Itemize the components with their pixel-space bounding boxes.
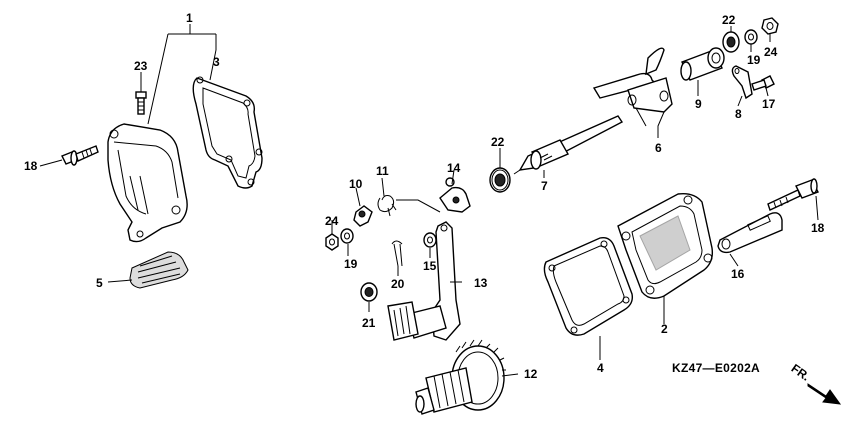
bearing-part-22-mid [489, 167, 511, 193]
callout-labels: 1 2 3 4 5 6 7 8 9 10 11 12 13 14 15 16 1… [24, 11, 825, 381]
callout-5: 5 [96, 276, 103, 290]
callout-13: 13 [474, 276, 488, 290]
seal-part-21 [360, 282, 378, 302]
nut-part-24-top [761, 17, 779, 35]
callout-22-top: 22 [722, 13, 736, 27]
washer-part-15 [423, 232, 437, 248]
pad-part-5 [129, 251, 189, 289]
callout-18-right: 18 [811, 221, 825, 235]
callout-15: 15 [423, 259, 437, 273]
arm-part-14 [396, 177, 471, 213]
gasket-part-4 [543, 236, 634, 336]
bracket-part-6 [592, 47, 673, 113]
callout-21: 21 [362, 316, 376, 330]
callout-18-left: 18 [24, 159, 38, 173]
nut-part-24-mid [325, 233, 339, 251]
leader-lines [39, 24, 819, 377]
callout-24-mid: 24 [325, 214, 339, 228]
cover-part-1 [107, 123, 188, 243]
callout-3: 3 [213, 55, 220, 69]
front-label: FR. [789, 361, 813, 384]
spring-part-11 [377, 195, 397, 217]
callout-20: 20 [391, 277, 405, 291]
sleeve-part-9 [680, 47, 725, 81]
bolt-part-18-left [61, 145, 99, 166]
callout-24-top: 24 [764, 45, 778, 59]
callout-9: 9 [695, 97, 702, 111]
callout-23: 23 [134, 59, 148, 73]
washer-part-19-top [744, 29, 758, 45]
callout-14: 14 [447, 161, 461, 175]
lever-part-13 [387, 221, 461, 341]
callout-22-mid: 22 [491, 135, 505, 149]
bolt-part-18-right [767, 178, 819, 211]
washer-part-19-mid [340, 228, 354, 244]
bracket-part-16 [717, 212, 783, 254]
callout-6: 6 [655, 141, 662, 155]
front-direction-indicator: FR. [789, 361, 842, 405]
callout-12: 12 [524, 367, 538, 381]
gasket-part-3 [192, 76, 263, 189]
shaft-part-7 [513, 115, 624, 175]
callout-4: 4 [597, 361, 604, 375]
pin-part-20 [391, 240, 403, 267]
callout-8: 8 [735, 107, 742, 121]
bearing-part-22-top [722, 31, 740, 53]
callout-7: 7 [541, 179, 548, 193]
callout-19-mid: 19 [344, 257, 358, 271]
callout-19-top: 19 [747, 53, 761, 67]
callout-11: 11 [376, 164, 389, 178]
bolt-part-17 [751, 75, 775, 91]
callout-17: 17 [762, 97, 776, 111]
diagram-code: KZ47—E0202A [672, 361, 760, 375]
plate-part-8 [731, 65, 753, 100]
screw-part-23 [135, 91, 147, 115]
callout-10: 10 [349, 177, 363, 191]
callout-16: 16 [731, 267, 745, 281]
callout-1: 1 [186, 11, 193, 25]
front-arrow-icon [807, 383, 842, 405]
gear-part-12 [415, 339, 506, 415]
pawl-part-10 [353, 205, 373, 227]
case-cover-part-2 [617, 192, 714, 299]
callout-2: 2 [661, 322, 668, 336]
